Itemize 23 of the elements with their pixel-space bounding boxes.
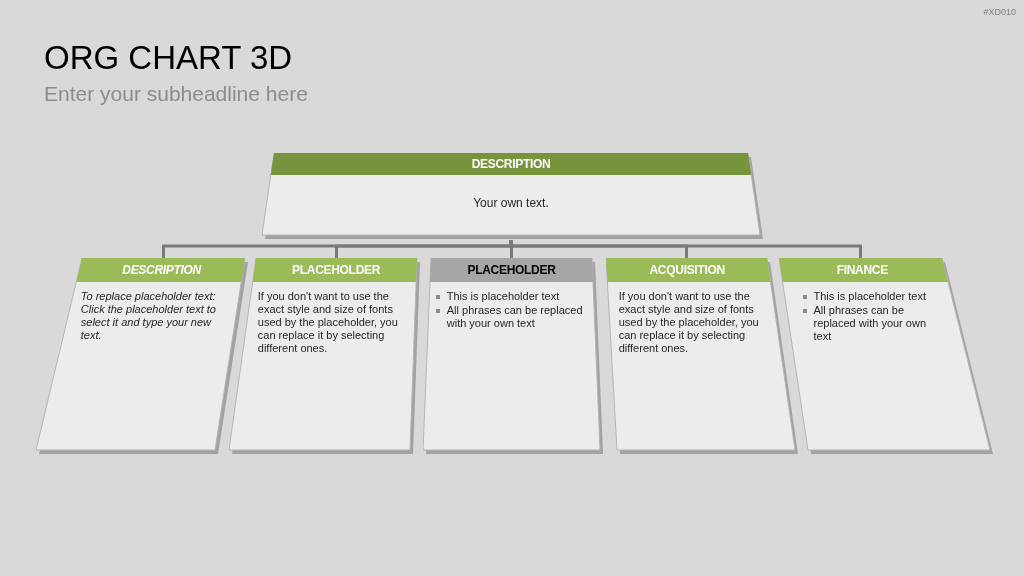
card-heading: FINANCE xyxy=(835,262,889,279)
card-text: To replace placeholder text: Click the placeholder text to select it and type your new text. xyxy=(80,290,217,342)
position-card xyxy=(779,258,994,455)
position-card xyxy=(229,258,421,455)
slide-title: ORG CHART 3D xyxy=(44,38,293,78)
position-card xyxy=(606,258,799,455)
position-card xyxy=(36,258,249,455)
list-item: All phrases can be replaced with your own text xyxy=(446,304,584,330)
card-heading: PLACEHOLDER xyxy=(466,262,557,279)
list-item: This is placeholder text xyxy=(813,290,926,303)
card-heading: DESCRIPTION xyxy=(470,156,552,173)
top-position-card xyxy=(262,153,764,240)
card-text: If you don't want to use the exact style and size of fonts used by the placeholder, you can replace it by selecting different ones. xyxy=(618,290,760,355)
subheadline: Enter your subheadline here xyxy=(44,81,308,107)
list-item: All phrases can be replaced with your own text xyxy=(813,304,928,343)
card-heading: ACQUISITION xyxy=(648,262,726,279)
position-card xyxy=(423,258,604,455)
slide-code: #XD010 xyxy=(983,6,1016,18)
card-text: Your own text. xyxy=(472,195,550,211)
list-item: This is placeholder text xyxy=(446,290,560,303)
card-heading: PLACEHOLDER xyxy=(291,262,382,279)
card-heading: DESCRIPTION xyxy=(121,262,203,279)
card-text: If you don't want to use the exact style and size of fonts used by the placeholder, you can replace it by selecting different ones. xyxy=(257,290,399,355)
